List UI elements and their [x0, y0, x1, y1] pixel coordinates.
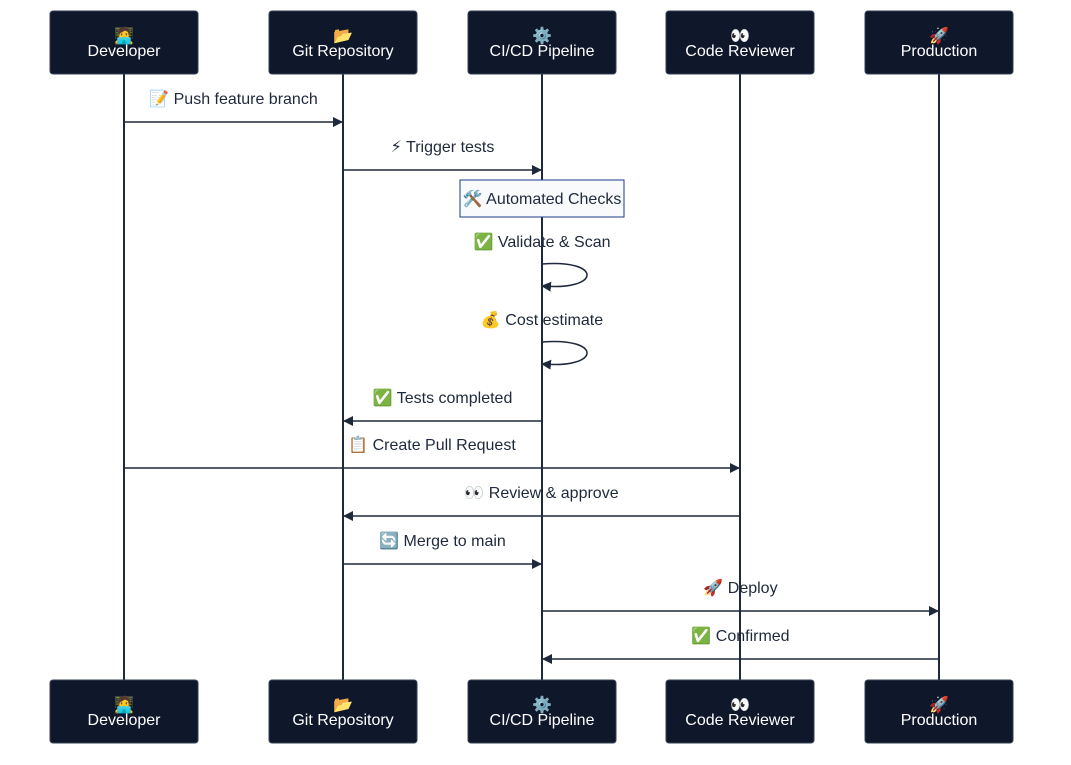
message-4: 💰 Cost estimate: [481, 310, 603, 370]
participant-prod-bottom: 🚀Production: [864, 679, 1014, 744]
participant-dev-top: 🧑‍💻Developer: [49, 10, 199, 75]
participant-label: Git Repository: [292, 43, 393, 60]
participant-box: [467, 10, 617, 75]
message-7: 👀 Review & approve: [343, 485, 740, 521]
note-box: [459, 179, 625, 218]
participant-box: [864, 679, 1014, 744]
message-1: 📝 Push feature branch: [124, 89, 343, 127]
message-label: 📋 Create Pull Request: [348, 435, 516, 454]
participant-label: Production: [901, 712, 978, 729]
participant-label: Code Reviewer: [685, 712, 795, 729]
message-10: ✅ Confirmed: [542, 626, 939, 664]
participant-box: [665, 10, 815, 75]
self-message-arrow: [541, 262, 588, 292]
participant-label: Git Repository: [292, 712, 393, 729]
participant-label: CI/CD Pipeline: [490, 712, 595, 729]
participant-label: Production: [901, 43, 978, 60]
participant-box: [49, 10, 199, 75]
participant-label: Code Reviewer: [685, 43, 795, 60]
participant-git-top: 📂Git Repository: [268, 10, 418, 75]
participant-git-bottom: 📂Git Repository: [268, 679, 418, 744]
participant-icon: 👀: [730, 28, 750, 45]
participant-rev-top: 👀Code Reviewer: [665, 10, 815, 75]
participant-icon: 👀: [730, 697, 750, 714]
message-label: ⚡ Trigger tests: [391, 139, 495, 156]
message-3: ✅ Validate & Scan: [473, 232, 611, 292]
participant-prod-top: 🚀Production: [864, 10, 1014, 75]
participant-box: [268, 10, 418, 75]
participant-label: CI/CD Pipeline: [490, 43, 595, 60]
participant-label: Developer: [88, 712, 162, 729]
message-2: ⚡ Trigger tests: [343, 139, 542, 175]
participant-icon: 🧑‍💻: [114, 695, 134, 714]
message-9: 🚀 Deploy: [542, 578, 939, 616]
message-5: ✅ Tests completed: [343, 388, 542, 426]
participant-dev-bottom: 🧑‍💻Developer: [49, 679, 199, 744]
participant-ci-bottom: ⚙️CI/CD Pipeline: [467, 679, 617, 744]
message-label: 👀 Review & approve: [464, 485, 618, 502]
message-label: 🔄 Merge to main: [379, 531, 506, 550]
message-label: ✅ Confirmed: [691, 626, 789, 645]
message-label: ✅ Validate & Scan: [473, 232, 610, 251]
message-8: 🔄 Merge to main: [343, 531, 542, 569]
message-label: ✅ Tests completed: [373, 388, 513, 407]
message-label: 🚀 Deploy: [703, 578, 777, 597]
participant-icon: ⚙️: [532, 695, 552, 714]
participant-box: [49, 679, 199, 744]
note-text: 🛠️ Automated Checks: [463, 189, 622, 208]
message-label: 💰 Cost estimate: [481, 310, 603, 329]
participant-icon: 🚀: [929, 695, 949, 714]
participant-label: Developer: [88, 43, 162, 60]
participant-icon: 🧑‍💻: [114, 26, 134, 45]
participant-box: [864, 10, 1014, 75]
note-automated-checks: 🛠️ Automated Checks: [459, 179, 625, 218]
participant-icon: 📂: [333, 697, 353, 714]
participant-box: [665, 679, 815, 744]
participant-rev-bottom: 👀Code Reviewer: [665, 679, 815, 744]
message-label: 📝 Push feature branch: [149, 89, 317, 108]
message-6: 📋 Create Pull Request: [124, 435, 740, 473]
participant-ci-top: ⚙️CI/CD Pipeline: [467, 10, 617, 75]
participant-icon: 📂: [333, 28, 353, 45]
self-message-arrow: [541, 340, 588, 370]
participant-box: [467, 679, 617, 744]
participant-icon: ⚙️: [532, 26, 552, 45]
participant-icon: 🚀: [929, 26, 949, 45]
participant-box: [268, 679, 418, 744]
